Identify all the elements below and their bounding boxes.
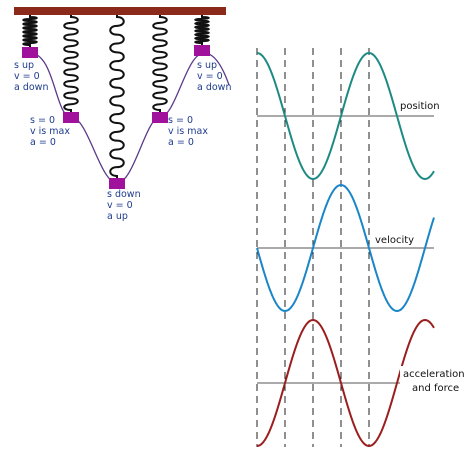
state-label-left-mid: s = 0 v is max a = 0 xyxy=(30,115,73,148)
state-label-right-top: s up v = 0 a down xyxy=(197,60,231,93)
force-label: and force xyxy=(412,383,459,394)
state-label-right-mid: s = 0 v is max a = 0 xyxy=(168,115,211,148)
acceleration-label-bg xyxy=(400,366,470,396)
state-label-left-top: s up v = 0 a down xyxy=(14,60,48,93)
ceiling-bar xyxy=(14,7,226,15)
mass-right-mid xyxy=(152,112,168,123)
mass-bottom xyxy=(109,178,125,189)
position-label: position xyxy=(400,101,440,112)
position-curve xyxy=(256,51,435,181)
mass-right-top xyxy=(194,45,210,56)
spring-right-top xyxy=(194,15,210,45)
spring-bottom xyxy=(109,15,125,178)
spring-left-top xyxy=(22,15,38,47)
springs-group xyxy=(22,15,210,178)
state-label-bottom: s down v = 0 a up xyxy=(107,189,144,222)
velocity-label: velocity xyxy=(375,235,414,246)
spring-left-mid xyxy=(63,15,79,112)
mass-left-mid xyxy=(63,112,79,123)
acceleration-label: acceleration xyxy=(403,369,465,380)
spring-right-mid xyxy=(152,15,168,112)
velocity-label-bg xyxy=(374,233,420,246)
acceleration-curve xyxy=(256,318,435,448)
velocity-curve xyxy=(256,183,435,313)
position-label-bg xyxy=(398,99,442,112)
mass-left-top xyxy=(22,47,38,58)
